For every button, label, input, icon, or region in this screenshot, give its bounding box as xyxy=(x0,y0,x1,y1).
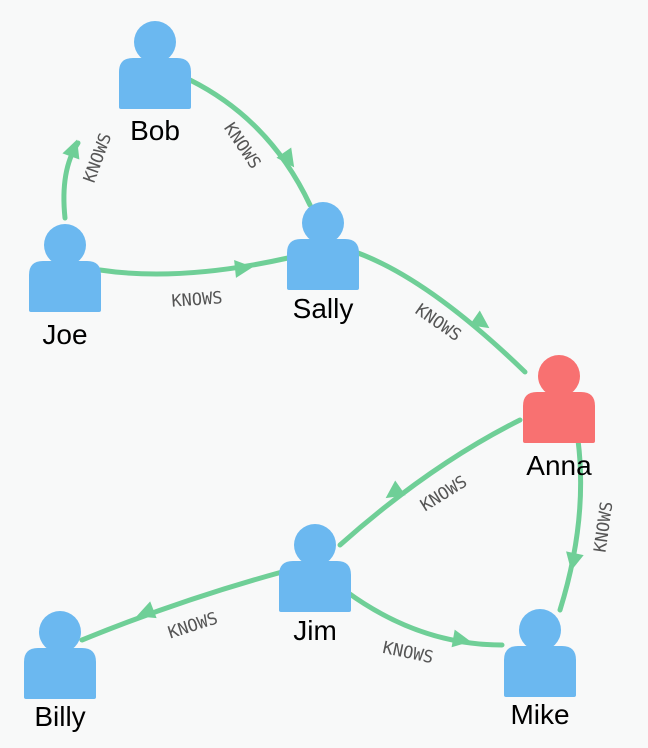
person-icon[interactable] xyxy=(287,202,359,290)
arrowhead-icon xyxy=(385,480,406,499)
arrowhead-icon xyxy=(451,629,471,648)
edge-joe-sally[interactable]: KNOWS xyxy=(97,255,291,312)
node-label: Joe xyxy=(42,319,87,350)
edge-label: KNOWS xyxy=(166,609,221,644)
arrowhead-icon xyxy=(469,310,490,329)
node-anna[interactable]: Anna xyxy=(523,355,595,481)
edge-line[interactable] xyxy=(97,255,291,277)
person-icon[interactable] xyxy=(523,355,595,443)
arrowhead-icon xyxy=(566,551,584,571)
edge-line[interactable] xyxy=(337,417,523,548)
node-joe[interactable]: Joe xyxy=(29,224,101,350)
node-label: Bob xyxy=(130,115,180,146)
edge-sally-anna[interactable]: KNOWS xyxy=(355,250,528,375)
edge-line[interactable] xyxy=(355,250,528,375)
edge-line[interactable] xyxy=(187,77,313,208)
node-label: Billy xyxy=(34,701,85,732)
node-label: Mike xyxy=(510,699,569,730)
node-mike[interactable]: Mike xyxy=(504,609,576,730)
node-jim[interactable]: Jim xyxy=(279,524,351,646)
person-icon[interactable] xyxy=(24,611,96,699)
edge-bob-sally[interactable]: KNOWS xyxy=(187,77,313,208)
edge-line[interactable] xyxy=(557,437,584,613)
edge-label: KNOWS xyxy=(171,288,223,312)
edge-label: KNOWS xyxy=(80,131,116,186)
person-icon[interactable] xyxy=(279,524,351,612)
node-label: Jim xyxy=(293,615,337,646)
node-billy[interactable]: Billy xyxy=(24,611,96,732)
edge-line[interactable] xyxy=(79,569,285,643)
edge-label: KNOWS xyxy=(411,300,464,346)
node-sally[interactable]: Sally xyxy=(287,202,359,324)
arrowhead-icon xyxy=(136,601,157,619)
edge-anna-jim[interactable]: KNOWS xyxy=(337,417,523,548)
edge-label: KNOWS xyxy=(591,500,618,553)
edge-jim-billy[interactable]: KNOWS xyxy=(79,569,285,644)
node-label: Sally xyxy=(293,293,354,324)
arrowhead-icon xyxy=(276,147,295,168)
person-icon[interactable] xyxy=(504,609,576,697)
edge-jim-mike[interactable]: KNOWS xyxy=(344,589,505,668)
person-icon[interactable] xyxy=(29,224,101,312)
edge-joe-bob[interactable]: KNOWS xyxy=(61,131,116,221)
arrowhead-icon xyxy=(62,139,80,160)
node-label: Anna xyxy=(526,450,592,481)
node-bob[interactable]: Bob xyxy=(119,21,191,146)
edge-line[interactable] xyxy=(344,589,505,648)
arrowhead-icon xyxy=(234,259,253,278)
person-icon[interactable] xyxy=(119,21,191,109)
edge-label: KNOWS xyxy=(381,638,435,668)
